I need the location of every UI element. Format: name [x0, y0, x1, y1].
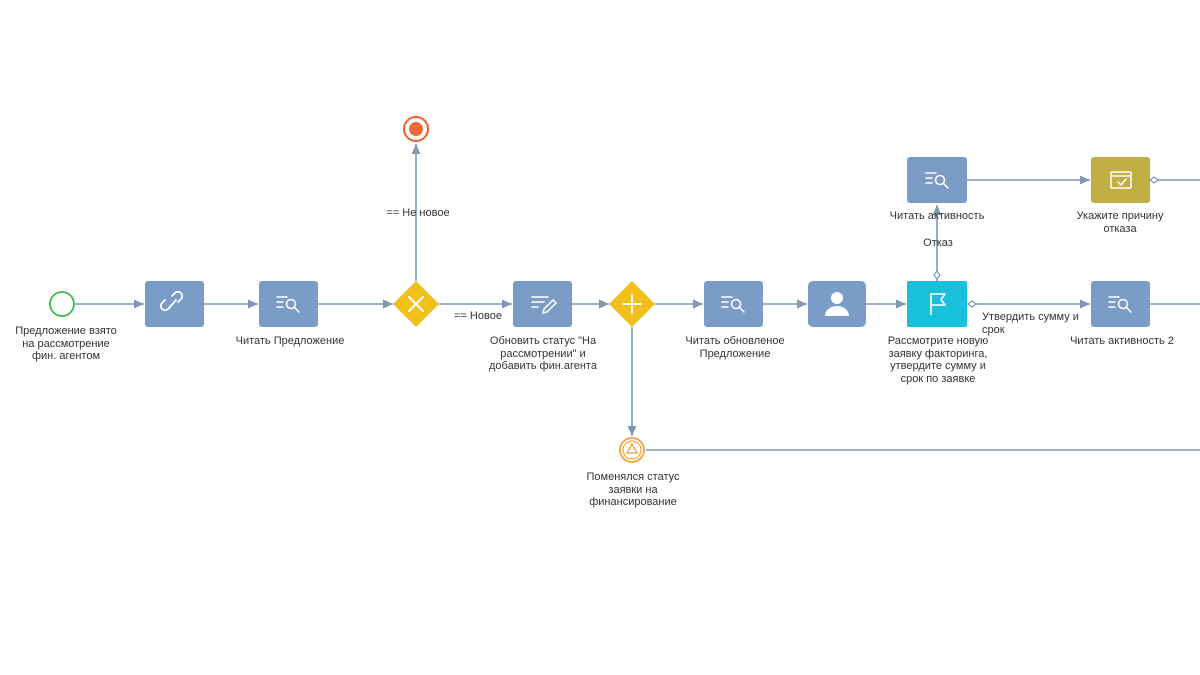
task-read-updated-offer-label: Читать обновленое Предложение	[685, 335, 785, 360]
signal-event[interactable]	[619, 437, 645, 463]
flow-not-new-label: == Не новое	[386, 207, 450, 219]
link-icon	[159, 290, 184, 312]
read-data-icon	[721, 296, 745, 313]
start-event-label: Предложение взято на рассмотрение фин. а…	[15, 325, 117, 362]
task-read-activity[interactable]	[907, 157, 967, 203]
task-review[interactable]	[907, 281, 967, 327]
default-flow-marker	[967, 300, 977, 308]
task-read-updated-offer[interactable]	[704, 281, 763, 327]
default-flow-marker	[933, 270, 941, 280]
task-read-offer[interactable]	[259, 281, 318, 327]
task-read-activity-label: Читать активность	[889, 210, 985, 222]
task-read-offer-label: Читать Предложение	[235, 335, 345, 347]
task-review-label: Рассмотрите новую заявку факторинга, утв…	[887, 335, 989, 385]
task-read-activity-2-label: Читать активность 2	[1070, 335, 1174, 347]
task-read-activity-2[interactable]	[1091, 281, 1150, 327]
flow-refusal-label: Отказ	[923, 237, 953, 249]
user-icon	[825, 292, 849, 316]
start-event[interactable]	[49, 291, 75, 317]
edit-data-icon	[531, 296, 558, 315]
gateway-exclusive[interactable]	[393, 281, 439, 327]
plus-icon	[622, 294, 642, 314]
flow-approve-label: Утвердить сумму и срок	[982, 311, 1079, 336]
flow-new-label: == Новое	[454, 310, 502, 322]
x-icon	[408, 296, 424, 312]
task-update-status-label: Обновить статус "На рассмотрении" и доба…	[489, 335, 597, 372]
task-user[interactable]	[808, 281, 866, 327]
checklist-icon	[1110, 171, 1132, 189]
task-reason[interactable]	[1091, 157, 1150, 203]
default-flow-marker	[1149, 176, 1159, 184]
sequence-flows	[75, 144, 1200, 451]
signal-icon	[625, 442, 639, 454]
read-data-icon	[276, 296, 300, 313]
task-reason-label: Укажите причину отказа	[1076, 210, 1164, 235]
read-data-icon	[1108, 296, 1132, 313]
end-event[interactable]	[402, 115, 430, 143]
flag-icon	[930, 293, 946, 315]
task-update-status[interactable]	[513, 281, 572, 327]
task-link[interactable]	[145, 281, 204, 327]
read-data-icon	[925, 172, 949, 189]
gateway-parallel[interactable]	[609, 281, 655, 327]
signal-event-label: Поменялся статус заявки на финансировани…	[586, 471, 680, 508]
